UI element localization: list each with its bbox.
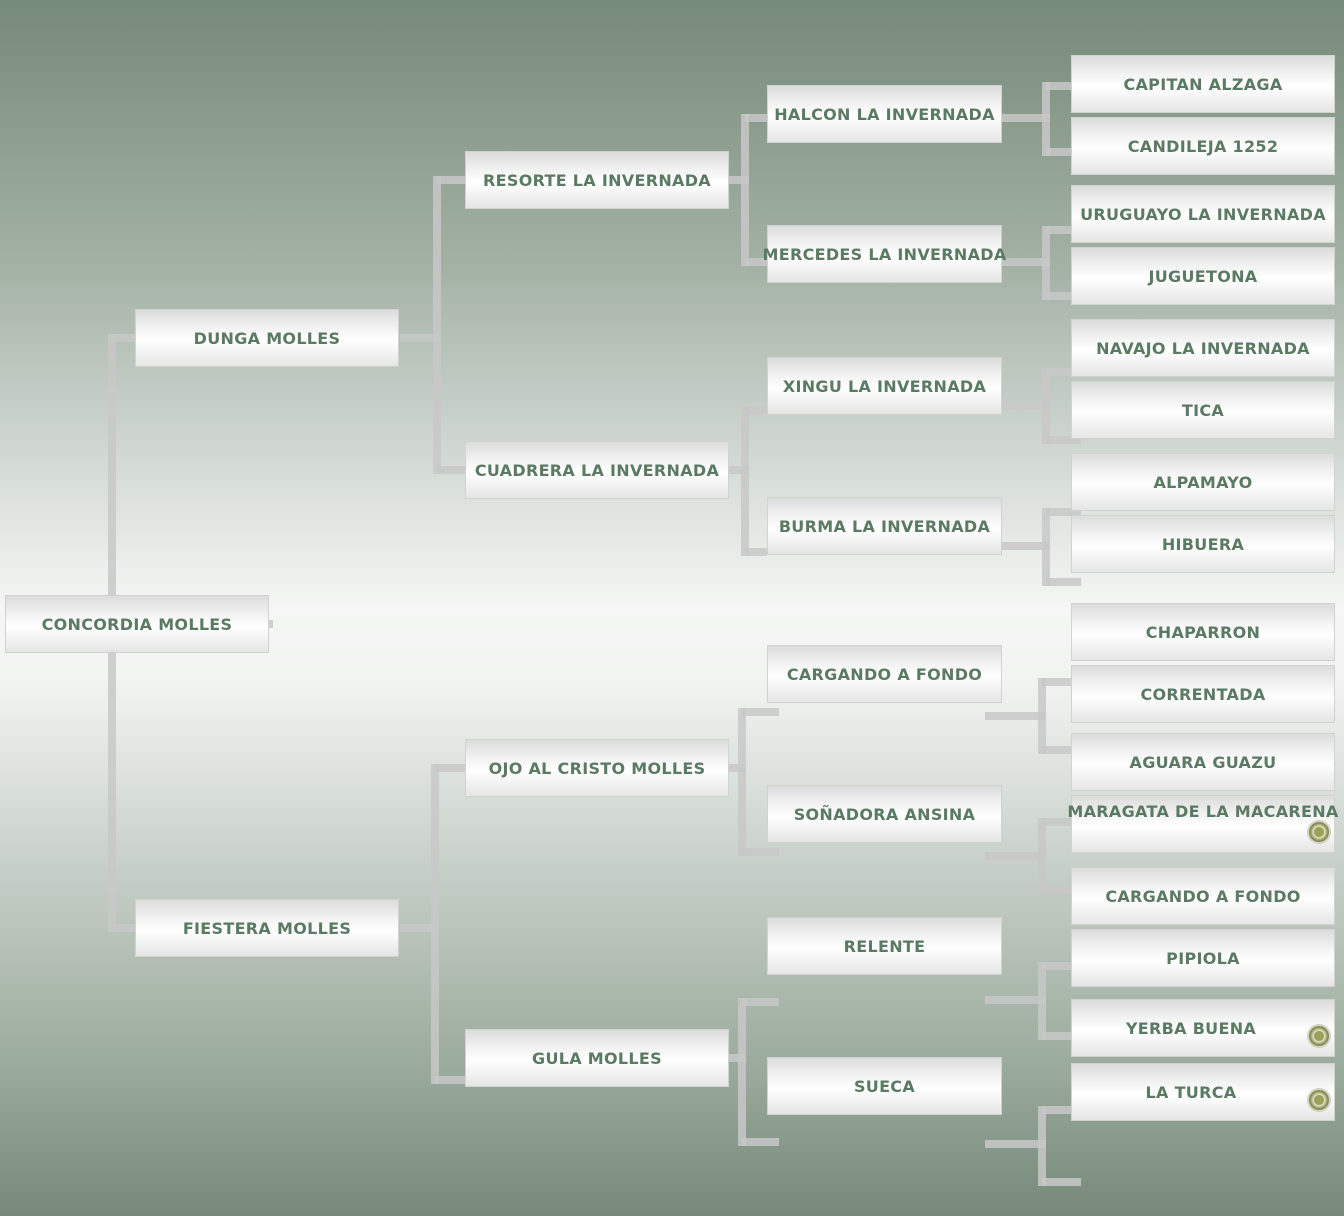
connector-line xyxy=(729,764,746,772)
connector-line xyxy=(1042,368,1050,444)
ancestor-gen4-9[interactable]: CHAPARRON xyxy=(1071,603,1335,661)
horse-subject[interactable]: CONCORDIA MOLLES xyxy=(5,595,269,653)
connector-line xyxy=(1042,818,1071,826)
connector-line xyxy=(745,114,767,122)
connector-line xyxy=(1038,678,1046,754)
connector-line xyxy=(1038,818,1046,894)
registry-seal-icon xyxy=(1307,1024,1331,1048)
great-grandparent-8[interactable]: SUECA xyxy=(767,1057,1002,1115)
connector-line xyxy=(1042,1106,1081,1114)
connector-line xyxy=(1046,148,1071,156)
connector-line xyxy=(1038,1106,1046,1186)
connector-line xyxy=(1042,962,1071,970)
connector-line xyxy=(1046,226,1071,234)
ancestor-gen4-1[interactable]: CAPITAN ALZAGA xyxy=(1071,55,1335,113)
connector-line xyxy=(400,334,441,342)
connector-line xyxy=(1001,542,1050,550)
connector-line xyxy=(1042,1032,1071,1040)
connector-line xyxy=(435,764,465,772)
connector-line xyxy=(742,708,779,716)
grandparent-3[interactable]: OJO AL CRISTO MOLLES xyxy=(465,739,729,797)
connector-line xyxy=(742,848,779,856)
great-grandparent-1[interactable]: HALCON LA INVERNADA xyxy=(767,85,1002,143)
ancestor-name: YERBA BUENA xyxy=(1125,1018,1257,1038)
ancestor-gen4-5[interactable]: NAVAJO LA INVERNADA xyxy=(1071,319,1335,377)
connector-line xyxy=(112,924,135,932)
connector-line xyxy=(1046,82,1071,90)
great-grandparent-7[interactable]: RELENTE xyxy=(767,917,1002,975)
connector-line xyxy=(1042,82,1050,156)
connector-line xyxy=(1042,508,1050,586)
ancestor-gen4-11[interactable]: AGUARA GUAZU xyxy=(1071,733,1335,791)
connector-line xyxy=(1042,1178,1081,1186)
ancestor-gen4-10[interactable]: CORRENTADA xyxy=(1071,665,1335,723)
great-grandparent-3[interactable]: XINGU LA INVERNADA xyxy=(767,357,1002,415)
registry-seal-icon xyxy=(1307,820,1331,844)
connector-line xyxy=(729,1054,746,1062)
grandparent-1[interactable]: RESORTE LA INVERNADA xyxy=(465,151,729,209)
connector-line xyxy=(741,114,749,266)
connector-line xyxy=(1046,292,1071,300)
ancestor-gen4-2[interactable]: CANDILEJA 1252 xyxy=(1071,117,1335,175)
ancestor-gen4-4[interactable]: JUGUETONA xyxy=(1071,247,1335,305)
connector-line xyxy=(985,852,1046,860)
ancestor-gen4-16[interactable]: LA TURCA xyxy=(1071,1063,1335,1121)
connector-line xyxy=(1042,886,1071,894)
ancestor-gen4-3[interactable]: URUGUAYO LA INVERNADA xyxy=(1071,185,1335,243)
ancestor-gen4-12[interactable]: MARAGATA DE LA MACARENA xyxy=(1067,795,1338,853)
connector-line xyxy=(985,1140,1046,1148)
connector-line xyxy=(1046,368,1081,376)
dam[interactable]: FIESTERA MOLLES xyxy=(135,899,399,957)
sire[interactable]: DUNGA MOLLES xyxy=(135,309,399,367)
ancestor-gen4-14[interactable]: PIPIOLA xyxy=(1071,929,1335,987)
connector-line xyxy=(729,176,749,184)
great-grandparent-4[interactable]: BURMA LA INVERNADA xyxy=(767,497,1002,555)
ancestor-gen4-7[interactable]: ALPAMAYO xyxy=(1071,453,1335,511)
connector-line xyxy=(1038,962,1046,1040)
connector-line xyxy=(1042,226,1050,300)
ancestor-name: MARAGATA DE LA MACARENA xyxy=(1067,802,1339,821)
connector-line xyxy=(745,548,767,556)
connector-line xyxy=(985,712,1046,720)
connector-line xyxy=(1042,678,1071,686)
grandparent-2[interactable]: CUADRERA LA INVERNADA xyxy=(465,441,729,499)
great-grandparent-6[interactable]: SOÑADORA ANSINA xyxy=(767,785,1002,843)
connector-line xyxy=(1001,402,1050,410)
connector-line xyxy=(729,466,749,474)
connector-line xyxy=(112,334,135,342)
connector-line xyxy=(985,996,1046,1004)
connector-line xyxy=(437,466,465,474)
great-grandparent-5[interactable]: CARGANDO A FONDO xyxy=(767,645,1002,703)
connector-line xyxy=(745,258,767,266)
ancestor-gen4-15[interactable]: YERBA BUENA xyxy=(1071,999,1335,1057)
connector-line xyxy=(431,764,439,1084)
ancestor-gen4-6[interactable]: TICA xyxy=(1071,381,1335,439)
connector-line xyxy=(433,176,441,474)
connector-line xyxy=(741,406,749,556)
connector-line xyxy=(1001,258,1050,266)
connector-line xyxy=(1042,746,1071,754)
connector-line xyxy=(1001,114,1050,122)
ancestor-name: LA TURCA xyxy=(1145,1082,1237,1102)
connector-line xyxy=(745,406,767,414)
connector-line xyxy=(400,924,439,932)
connector-line xyxy=(742,998,779,1006)
connector-line xyxy=(738,998,746,1146)
ancestor-gen4-13[interactable]: CARGANDO A FONDO xyxy=(1071,867,1335,925)
connector-line xyxy=(1046,436,1081,444)
ancestor-gen4-8[interactable]: HIBUERA xyxy=(1071,515,1335,573)
connector-line xyxy=(738,708,746,856)
connector-line xyxy=(1046,508,1081,516)
registry-seal-icon xyxy=(1307,1088,1331,1112)
connector-line xyxy=(437,176,465,184)
connector-line xyxy=(1046,578,1081,586)
grandparent-4[interactable]: GULA MOLLES xyxy=(465,1029,729,1087)
great-grandparent-2[interactable]: MERCEDES LA INVERNADA xyxy=(763,225,1006,283)
connector-line xyxy=(435,1076,465,1084)
connector-line xyxy=(742,1138,779,1146)
